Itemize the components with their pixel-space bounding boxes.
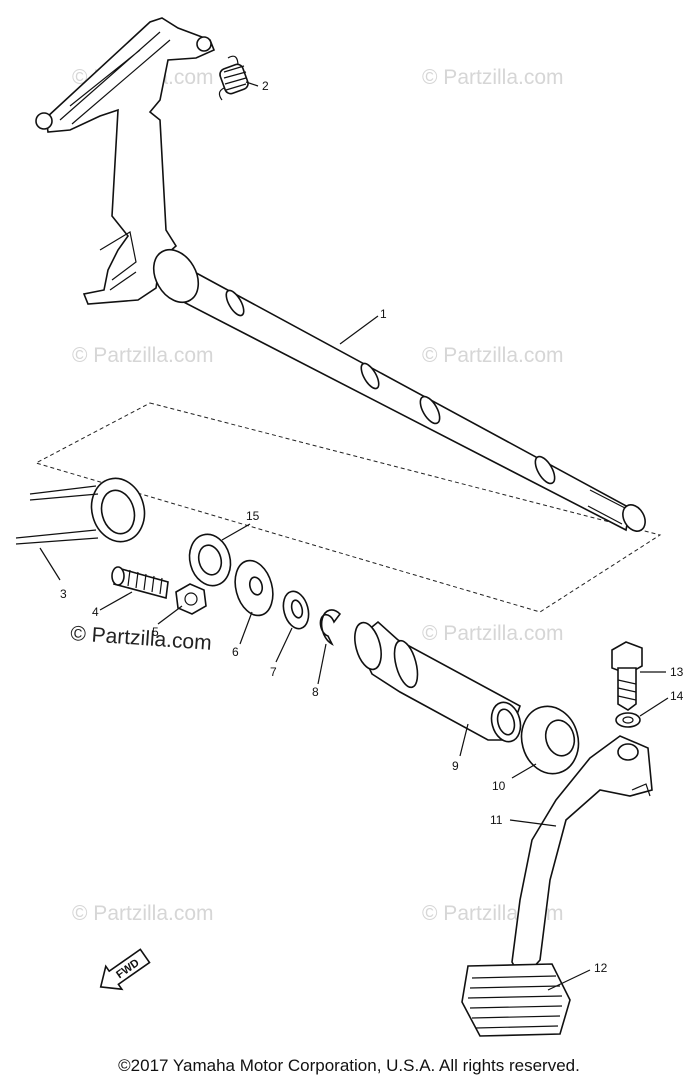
callout-9: 9 xyxy=(452,759,459,773)
part-5-nut xyxy=(175,583,207,615)
part-9-collar xyxy=(354,620,522,743)
part-13-bolt xyxy=(611,641,643,711)
callout-3: 3 xyxy=(60,587,67,601)
callout-7: 7 xyxy=(270,665,277,679)
part-6-washer xyxy=(234,559,274,617)
fwd-arrow-icon: FWD xyxy=(99,948,151,991)
watermark: © Partzilla.com xyxy=(422,622,564,645)
callout-14: 14 xyxy=(670,689,684,703)
callout-6: 6 xyxy=(232,645,239,659)
callout-13: 13 xyxy=(670,665,684,679)
callout-4: 4 xyxy=(92,605,99,619)
watermark: © Partzilla.com xyxy=(422,344,564,367)
callout-5: 5 xyxy=(152,625,159,639)
callout-10: 10 xyxy=(492,779,506,793)
part-8-circlip xyxy=(319,609,342,646)
part-14-lock-washer xyxy=(615,712,641,728)
part-4-stud xyxy=(111,566,169,600)
callout-12: 12 xyxy=(594,961,608,975)
callout-15: 15 xyxy=(246,509,260,523)
watermark: © Partzilla.com xyxy=(70,622,213,655)
callout-1: 1 xyxy=(380,307,387,321)
part-1-shift-shaft xyxy=(35,17,646,532)
part-11-shift-pedal xyxy=(461,735,653,1037)
part-15-bearing xyxy=(188,533,232,587)
part-7-washer xyxy=(282,590,310,630)
copyright-footer: ©2017 Yamaha Motor Corporation, U.S.A. A… xyxy=(118,1056,580,1075)
callout-2: 2 xyxy=(262,79,269,93)
part-2-spring xyxy=(218,55,249,101)
assembly-outline xyxy=(34,402,662,613)
part-10-seal xyxy=(520,705,580,775)
watermark: © Partzilla.com xyxy=(422,66,564,89)
watermark: © Partzilla.com xyxy=(72,344,214,367)
part-3-return-spring xyxy=(15,477,146,545)
callout-11: 11 xyxy=(490,813,503,827)
watermark: © Partzilla.com xyxy=(72,902,214,925)
callout-8: 8 xyxy=(312,685,319,699)
